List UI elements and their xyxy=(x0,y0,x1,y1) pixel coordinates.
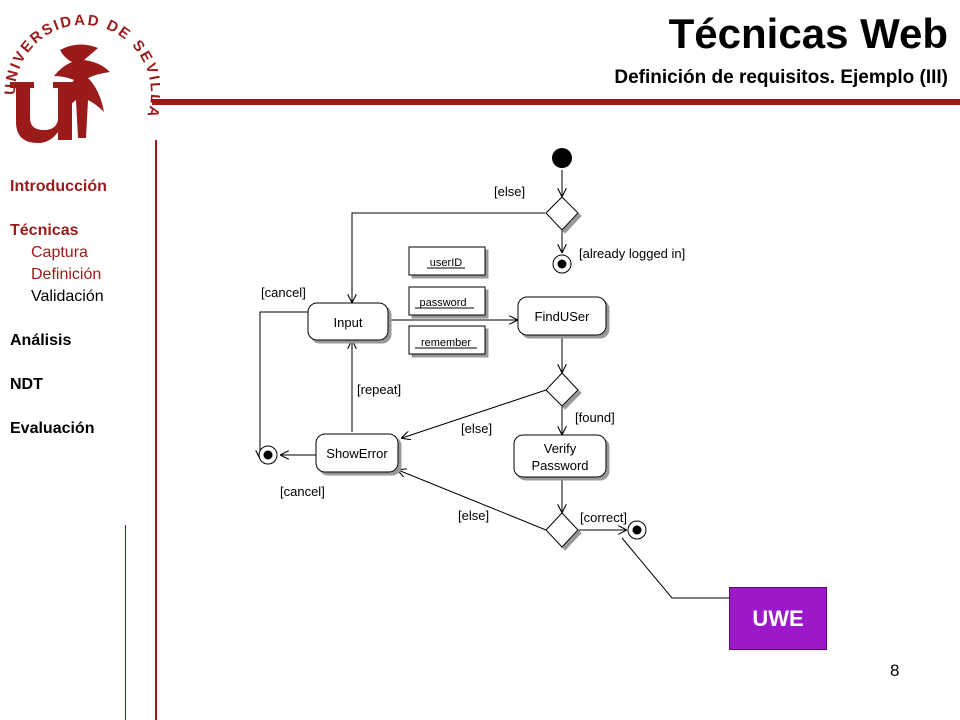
final-node-correct xyxy=(627,520,647,540)
guard-found: [found] xyxy=(575,410,615,425)
activity-input: Input xyxy=(307,302,389,341)
final-node-logged xyxy=(552,254,572,274)
nav-item-captura[interactable]: Captura xyxy=(31,244,88,261)
object-password: password xyxy=(408,286,486,316)
guard-correct: [correct] xyxy=(580,510,627,525)
svg-text:Input: Input xyxy=(334,315,363,330)
final-node-cancel xyxy=(258,445,278,465)
nav-item-introduccion[interactable]: Introducción xyxy=(10,178,107,195)
guard-else-bottom: [else] xyxy=(458,508,489,523)
svg-text:ShowError: ShowError xyxy=(326,446,388,461)
nav-item-analisis[interactable]: Análisis xyxy=(10,332,72,349)
activity-show-error: ShowError xyxy=(315,433,399,473)
nav-item-definicion[interactable]: Definición xyxy=(31,266,102,283)
sidebar-divider-secondary xyxy=(125,525,126,720)
svg-text:password: password xyxy=(419,297,466,309)
svg-text:FindUSer: FindUSer xyxy=(535,309,591,324)
object-remember: remember xyxy=(408,325,486,355)
guard-else-top: [else] xyxy=(494,184,525,199)
decision-node-logged xyxy=(545,196,579,231)
page-number: 8 xyxy=(890,661,900,680)
object-userid: userID xyxy=(408,246,486,276)
nav-item-validacion[interactable]: Validación xyxy=(31,288,104,305)
decision-node-correct xyxy=(545,512,579,548)
svg-text:Verify: Verify xyxy=(544,441,577,456)
activity-find-user: FindUSer xyxy=(517,296,607,336)
decision-node-found xyxy=(545,372,579,407)
activity-verify-password: Verify Password xyxy=(513,434,607,478)
university-logo: UNIVERSIDAD DE SEVILLA xyxy=(2,12,160,143)
guard-cancel-error: [cancel] xyxy=(280,484,325,499)
uwe-badge: UWE xyxy=(729,587,827,650)
nav-item-tecnicas[interactable]: Técnicas xyxy=(10,222,79,239)
nav-item-ndt[interactable]: NDT xyxy=(10,376,43,393)
guard-cancel-input: [cancel] xyxy=(261,285,306,300)
initial-node xyxy=(552,148,572,168)
svg-text:Password: Password xyxy=(531,458,588,473)
header-divider xyxy=(152,99,960,105)
guard-already-logged-in: [already logged in] xyxy=(579,246,685,261)
sidebar-nav: Introducción Técnicas Captura Definición… xyxy=(10,176,107,440)
guard-repeat: [repeat] xyxy=(357,382,401,397)
page-subtitle: Definición de requisitos. Ejemplo (III) xyxy=(614,67,948,88)
svg-text:remember: remember xyxy=(421,337,471,349)
page-title: Técnicas Web xyxy=(668,10,948,57)
sidebar-divider xyxy=(155,140,157,720)
nav-item-evaluacion[interactable]: Evaluación xyxy=(10,420,95,437)
guard-else-mid: [else] xyxy=(461,421,492,436)
svg-text:userID: userID xyxy=(430,257,462,269)
